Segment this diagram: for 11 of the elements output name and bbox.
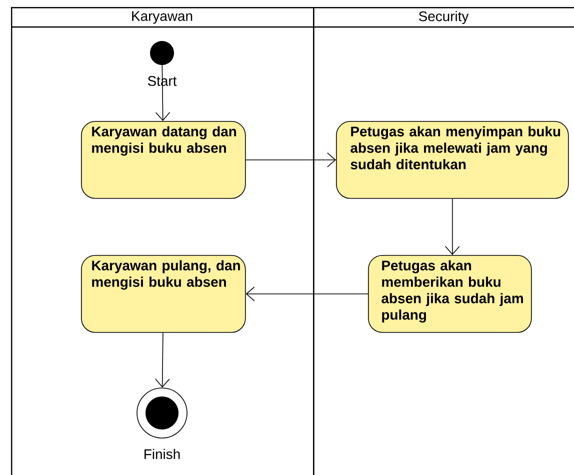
action-box: Karyawan pulang, dan mengisi buku absen	[81, 254, 246, 333]
arrow	[245, 152, 336, 168]
action-box: Petugas akan menyimpan buku absen jika melewati jam yang sudah ditentukan	[336, 121, 569, 199]
arrow	[246, 286, 368, 302]
action-box: Karyawan datang dan mengisi buku absen	[81, 121, 246, 199]
arrow	[155, 332, 170, 388]
end-node	[136, 388, 188, 438]
action-box: Petugas akan memberikan buku absen jika sudah jam pulang	[368, 254, 532, 333]
start-node	[150, 41, 174, 65]
arrow	[445, 198, 460, 255]
node-caption: Finish	[142, 448, 182, 460]
